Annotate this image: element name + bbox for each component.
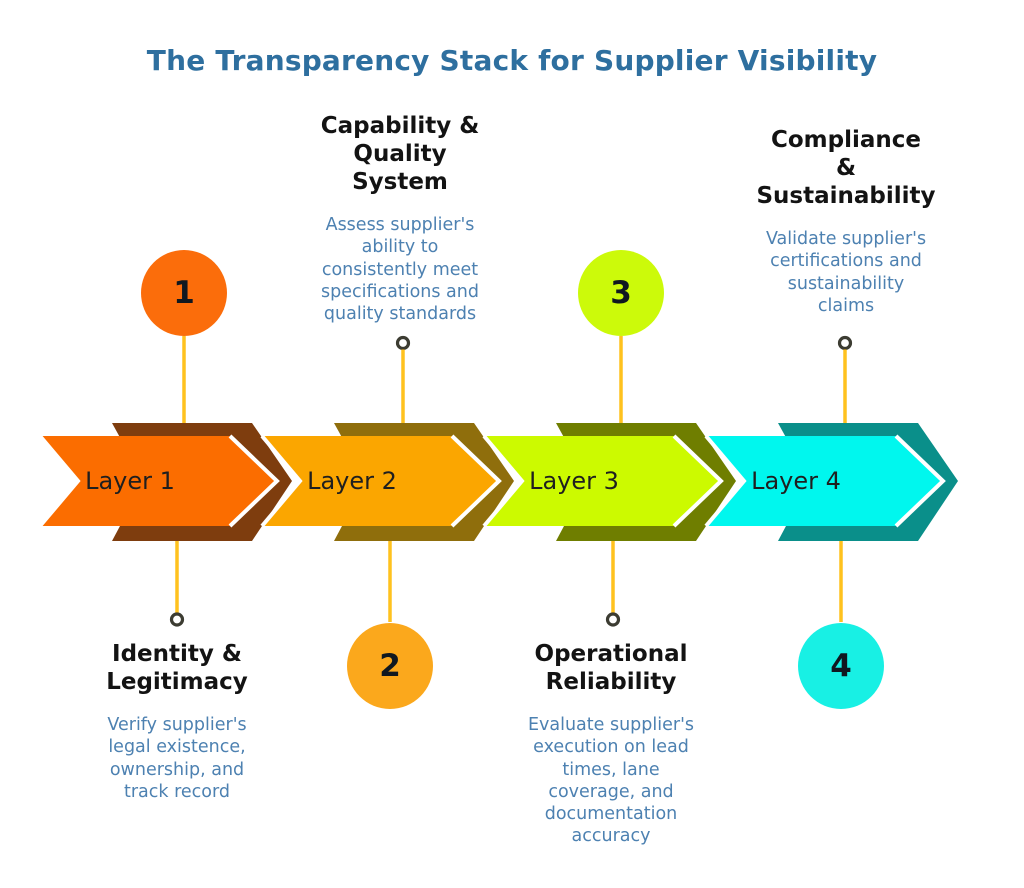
stage-text-operational: Operational Reliability Evaluate supplie… [486,640,736,847]
stage-description-operational: Evaluate supplier's execution on lead ti… [527,715,695,847]
step-circle-1: 1 [141,250,227,336]
layer-2-arrow-label: Layer 2 [307,467,397,495]
arrow-notch-outline-4 [704,434,747,528]
stage-heading-operational: Operational Reliability [534,641,688,696]
step-number-4: 4 [830,648,852,684]
arrow-notch-outline-3 [482,434,525,528]
stage-text-capability: Capability & Quality System Assess suppl… [275,112,525,325]
step-number-3: 3 [610,275,632,311]
arrow-front-1 [40,436,277,526]
step-circle-2: 2 [347,623,433,709]
connector-ring-2 [395,335,411,351]
arrow-notch-outline-2 [260,434,303,528]
connector-ring-1 [169,612,185,627]
stage-heading-identity: Identity & Legitimacy [106,641,248,696]
arrow-front-3 [484,436,721,526]
stage-heading-capability: Capability & Quality System [320,113,480,196]
stage-description-compliance: Validate supplier's certifications and s… [765,229,927,316]
diagram-title: The Transparency Stack for Supplier Visi… [146,44,878,77]
arrow-tip-outline-1 [228,434,280,528]
stage-text-compliance: Compliance & Sustainability Validate sup… [726,126,966,317]
arrow-tip-outline-4 [894,434,946,528]
stage-description-capability: Assess supplier's ability to consistentl… [321,215,479,325]
connector-ring-4 [837,335,853,351]
arrow-tip-outline-2 [450,434,502,528]
connector-ring-3 [605,612,621,627]
step-number-2: 2 [379,648,401,684]
step-circle-3: 3 [578,250,664,336]
step-circle-4: 4 [798,623,884,709]
layer-1-arrow-label: Layer 1 [85,467,175,495]
stage-heading-compliance: Compliance & Sustainability [756,127,936,210]
arrow-front-2 [262,436,499,526]
step-number-1: 1 [173,275,195,311]
layer-4-arrow-label: Layer 4 [751,467,841,495]
arrow-notch-outline-1 [38,434,81,528]
layer-3-arrow-label: Layer 3 [529,467,619,495]
arrow-front-4 [706,436,943,526]
arrow-tip-outline-3 [672,434,724,528]
stage-description-identity: Verify supplier's legal existence, owner… [107,715,247,802]
stage-text-identity: Identity & Legitimacy Verify supplier's … [57,640,297,803]
